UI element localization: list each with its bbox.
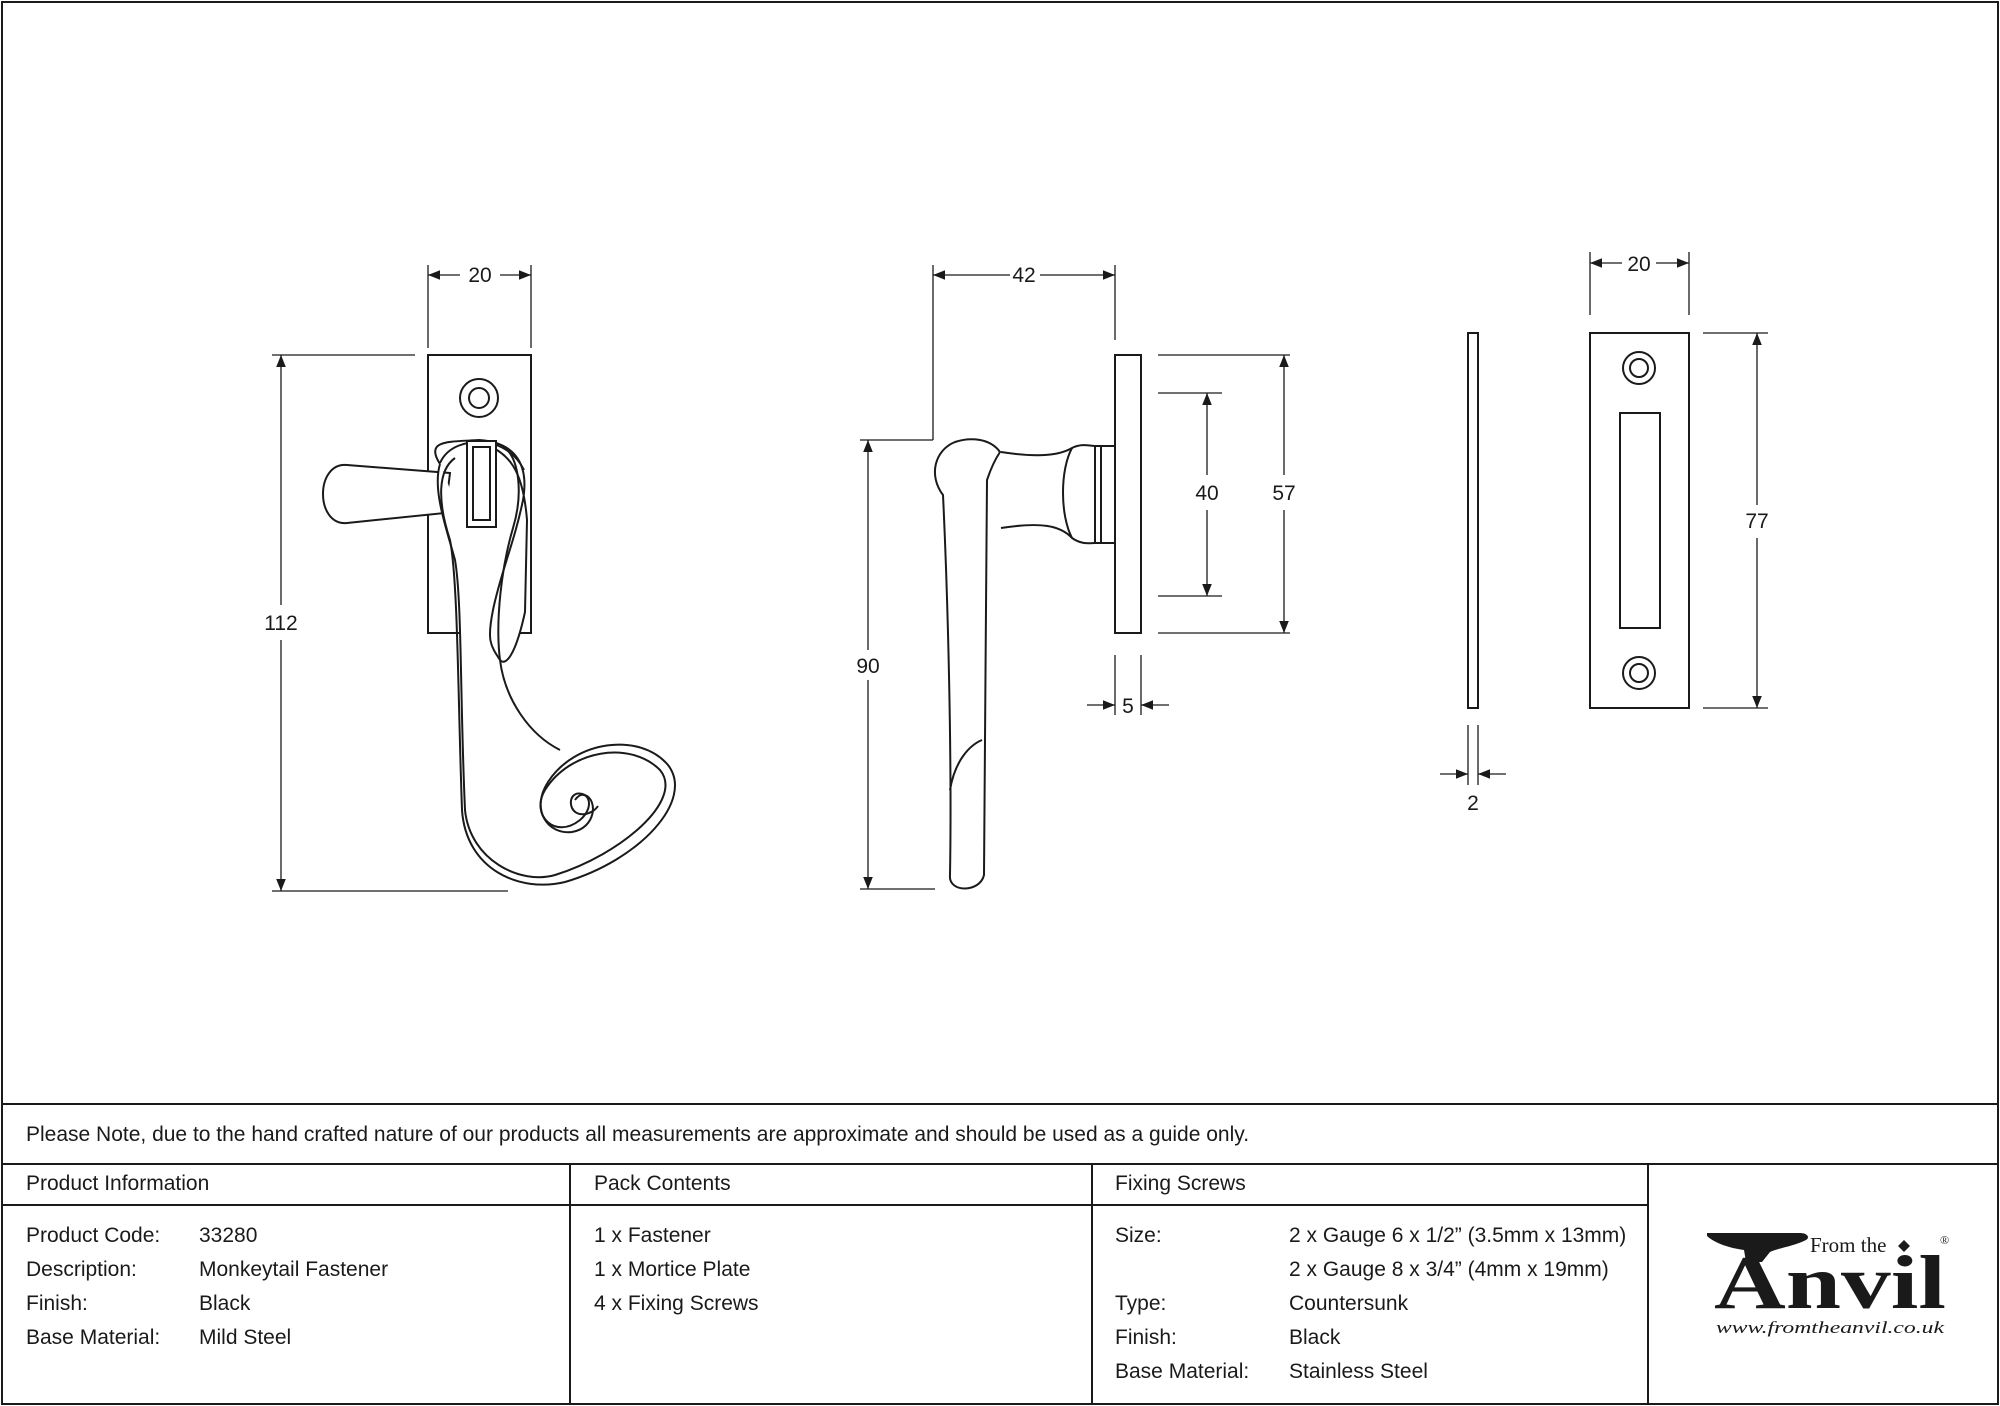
screw-size-label: Size: [1115, 1224, 1162, 1247]
side-boss [1094, 445, 1116, 544]
side-backplate [1114, 354, 1142, 634]
pack-item: 1 x Mortice Plate [594, 1258, 750, 1281]
screw-type-label: Type: [1115, 1292, 1166, 1315]
side-handle-hook [949, 739, 983, 791]
mortice-plate-drawing [1467, 332, 1690, 709]
screw-type-value: Countersunk [1289, 1292, 1409, 1315]
screw-finish-label: Finish: [1115, 1326, 1177, 1349]
side-inner-height-label: 40 [1195, 482, 1218, 505]
finish-value: Black [199, 1292, 251, 1315]
front-bolt-slot-inner [472, 446, 491, 521]
logo-line1: From the [1810, 1233, 1886, 1257]
side-depth-label: 42 [1012, 264, 1035, 287]
info-table-grid [2, 1103, 1998, 1404]
measurement-note: Please Note, due to the hand crafted nat… [26, 1123, 1249, 1146]
pack-contents-heading: Pack Contents [594, 1172, 731, 1195]
mortice-thickness-label: 2 [1467, 792, 1479, 815]
side-plate-height-label: 57 [1272, 482, 1295, 505]
front-view-drawing [322, 354, 676, 886]
mortice-plate-edge-view [1467, 332, 1479, 709]
mortice-plate-face [1589, 332, 1690, 709]
anvil-icon [1707, 1233, 1808, 1262]
screw-base-label: Base Material: [1115, 1360, 1249, 1383]
front-screw-hole-outer [459, 378, 499, 418]
side-plate-thickness-label: 5 [1122, 695, 1134, 718]
screw-finish-value: Black [1289, 1326, 1341, 1349]
front-handle-right-edge [497, 445, 561, 751]
screw-size-value: 2 x Gauge 6 x 1/2” (3.5mm x 13mm) [1289, 1224, 1626, 1247]
mortice-width-label: 20 [1627, 253, 1650, 276]
product-code-value: 33280 [199, 1224, 257, 1247]
fixing-screws-heading: Fixing Screws [1115, 1172, 1246, 1195]
description-label: Description: [26, 1258, 137, 1281]
mortice-dimensions [1440, 252, 1768, 785]
side-dimensions [860, 265, 1290, 890]
mortice-screw-hole-top-inner [1629, 358, 1649, 378]
side-handle-length-label: 90 [856, 655, 879, 678]
finish-label: Finish: [26, 1292, 88, 1315]
front-screw-hole-inner [468, 387, 490, 409]
product-info-heading: Product Information [26, 1172, 209, 1195]
side-neck-curve [1062, 447, 1073, 539]
logo-diamond-icon [1898, 1240, 1910, 1252]
front-height-label: 112 [264, 612, 297, 635]
screw-base-value: Stainless Steel [1289, 1360, 1428, 1383]
side-handle [934, 438, 1002, 890]
mortice-screw-hole-bottom-inner [1629, 663, 1649, 683]
from-the-anvil-logo: From the ® Anvil www.fromtheanvil.co.uk [1707, 1233, 1949, 1337]
logo-wordmark: Anvil [1714, 1241, 1946, 1325]
base-material-label: Base Material: [26, 1326, 160, 1349]
front-dimensions [272, 265, 532, 892]
mortice-screw-hole-bottom-outer [1622, 656, 1656, 690]
front-lever-arm [322, 463, 452, 525]
front-curl-inner [569, 792, 599, 816]
screw-size-value: 2 x Gauge 8 x 3/4” (4mm x 19mm) [1289, 1258, 1609, 1281]
side-neck [1000, 444, 1096, 545]
side-view-drawing [934, 354, 1142, 890]
pack-item: 1 x Fastener [594, 1224, 711, 1247]
base-material-value: Mild Steel [199, 1326, 291, 1349]
pack-item: 4 x Fixing Screws [594, 1292, 759, 1315]
front-handle-outline [440, 457, 676, 886]
logo-url: www.fromtheanvil.co.uk [1716, 1318, 1945, 1337]
mortice-screw-hole-top-outer [1622, 351, 1656, 385]
mortice-slot [1619, 412, 1661, 629]
logo-registered: ® [1940, 1233, 1949, 1247]
mortice-height-label: 77 [1745, 510, 1768, 533]
description-value: Monkeytail Fastener [199, 1258, 388, 1281]
product-code-label: Product Code: [26, 1224, 160, 1247]
front-width-label: 20 [468, 264, 491, 287]
front-bolt-slot-outer [466, 440, 497, 528]
